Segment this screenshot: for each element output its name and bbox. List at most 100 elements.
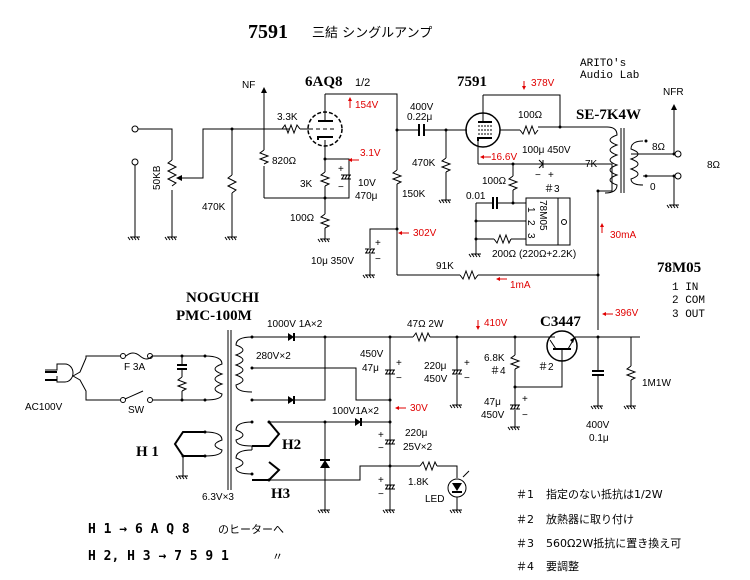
reg-pin-1: 1 <box>525 207 536 213</box>
input-terminal-hot[interactable] <box>131 125 139 133</box>
tube-7591: 7591 100Ω <box>457 74 562 164</box>
hv-filter: + − 450V 47μ + − + − 220μ 25V×2 1.8K LED… <box>360 319 563 514</box>
nf-label: NF <box>242 80 255 91</box>
nfr-label: NFR <box>663 87 684 98</box>
credit-line2: Audio Lab <box>580 70 639 82</box>
transistor-name: C3447 <box>540 314 581 330</box>
svg-text:+: + <box>378 430 384 441</box>
pt-hv-label: 280V×2 <box>256 351 291 362</box>
c-001-label: 0.01 <box>466 191 486 202</box>
svg-text:−: − <box>535 170 541 181</box>
ot-primary: 7K <box>585 159 598 170</box>
reg-pin-out: 3 OUT <box>672 309 705 321</box>
r-3k-label: 3K <box>300 179 313 190</box>
c-220u-cap: 220μ <box>424 361 447 372</box>
svg-text:+: + <box>338 164 344 175</box>
r-470k-grid-label: 470K <box>412 158 436 169</box>
note-4-num: ＃4 <box>516 560 534 573</box>
output-transformer: ARITO's Audio Lab SE-7K4W NFR 8Ω 0 8Ω 7K <box>560 58 721 330</box>
svg-text:+: + <box>378 475 384 486</box>
r-100-cath1-label: 100Ω <box>290 213 315 224</box>
pt-model: PMC-100M <box>176 308 252 324</box>
note-4-text: 要調整 <box>546 559 579 573</box>
reg-pin-in: 1 IN <box>672 282 698 294</box>
ac-plug-icon <box>45 363 74 383</box>
c-47u-volt: 450V <box>360 349 384 360</box>
reg-pin-3: 3 <box>525 233 536 239</box>
title-model: 7591 <box>248 21 288 43</box>
ot-tap-0: 0 <box>650 182 656 193</box>
c-01-cap: 0.1μ <box>589 433 609 444</box>
voltage-annotations: 154V 3.1V 302V 378V 16.6V 30mA 1mA 396V … <box>348 78 639 414</box>
c-coup-cap: 0.22μ <box>407 112 432 123</box>
r-6-8k-note: ＃4 <box>490 365 506 377</box>
reg-pin-com: 2 COM <box>672 295 705 307</box>
note-2-num: ＃2 <box>516 513 534 526</box>
v-410: 410V <box>484 318 508 329</box>
r-1m-label: 1M1W <box>642 378 671 389</box>
v-302: 302V <box>413 228 437 239</box>
coupling-cap: 400V 0.22μ 470K <box>397 102 467 204</box>
r-91k-label: 91K <box>436 261 454 272</box>
regulator-block-label: 78M05 <box>537 200 548 231</box>
speaker-terminal-0[interactable] <box>674 172 682 180</box>
c-220-25-cap: 220μ <box>405 428 428 439</box>
fuse-label: F 3A <box>124 362 145 373</box>
svg-text:+: + <box>464 358 470 369</box>
v-396: 396V <box>615 308 639 319</box>
v-16-6: 16.6V <box>491 152 517 163</box>
footnotes: ＃1 指定のない抵抗は1/2W ＃2 放熱器に取り付け ＃3 560Ω2W抵抗に… <box>516 487 681 573</box>
svg-text:+: + <box>375 238 381 249</box>
heater-h3-label: H3 <box>271 486 290 502</box>
svg-text:+: + <box>522 394 528 405</box>
title-suffix: 三結 シングルアンプ <box>312 26 432 41</box>
c-10u-label: 10μ 350V <box>311 256 354 267</box>
heater-h3-connector <box>252 461 281 481</box>
svg-text:−: − <box>338 182 344 193</box>
reg-pin-2: 2 <box>525 220 536 226</box>
c-47u-cap: 47μ <box>362 363 379 374</box>
pt-maker: NOGUCHI <box>186 290 260 306</box>
r-100-reg-label: 100Ω <box>482 176 507 187</box>
c-220-25-volt: 25V×2 <box>403 442 433 453</box>
heater-note-2-left: H 2, H 3 → 7 5 9 1 <box>88 549 229 564</box>
i-30ma: 30mA <box>610 230 636 241</box>
power-transformer: NOGUCHI PMC-100M 280V×2 1000V 1A×2 <box>136 290 390 514</box>
tube-6aq8-name: 6AQ8 <box>305 74 343 90</box>
b-plus-output: 400V 0.1μ 1M1W <box>586 273 671 444</box>
regulator-pinout: 78M05 1 IN 2 COM 3 OUT <box>657 260 705 321</box>
note-1-num: ＃1 <box>516 488 534 501</box>
input-terminal-ground[interactable] <box>131 158 139 166</box>
svg-text:−: − <box>378 489 384 500</box>
tube-7591-name: 7591 <box>457 74 487 90</box>
speaker-impedance: 8Ω <box>707 160 721 171</box>
tube-6aq8: 6AQ8 1/2 <box>305 74 398 170</box>
d-hv-label: 1000V 1A×2 <box>267 319 323 330</box>
c-coup-volt: 400V <box>410 102 434 113</box>
r-820-label: 820Ω <box>272 156 297 167</box>
d-lv-label: 100V1A×2 <box>332 406 379 417</box>
ot-model: SE-7K4W <box>576 107 641 123</box>
svg-text:−: − <box>378 443 384 454</box>
svg-text:+: + <box>396 358 402 369</box>
c-cath1-cap: 470μ <box>355 191 378 202</box>
driver-cathode: + − 3K 10V 470μ 100Ω <box>290 157 378 243</box>
svg-text:−: − <box>464 373 470 384</box>
c-47u2-volt: 450V <box>481 410 505 421</box>
r-150k-label: 150K <box>402 189 426 200</box>
r-6-8k-label: 6.8K <box>484 353 505 364</box>
heater-h1-connector <box>173 431 205 457</box>
reg-note: ＃3 <box>544 183 560 195</box>
credit-line1: ARITO's <box>580 58 626 70</box>
ac-input: AC100V F 3A SW <box>25 352 224 416</box>
switch-label: SW <box>128 405 145 416</box>
v-378: 378V <box>531 78 555 89</box>
note-2-text: 放熱器に取り付け <box>546 512 634 526</box>
heater-notes: H 1 → 6 A Q 8 のヒーターへ H 2, H 3 → 7 5 9 1 … <box>88 522 284 564</box>
power-switch[interactable] <box>124 390 144 400</box>
volume-pot <box>166 159 178 187</box>
speaker-terminal-8[interactable] <box>674 150 682 158</box>
r-200-label: 200Ω (220Ω+2.2K) <box>492 249 576 260</box>
